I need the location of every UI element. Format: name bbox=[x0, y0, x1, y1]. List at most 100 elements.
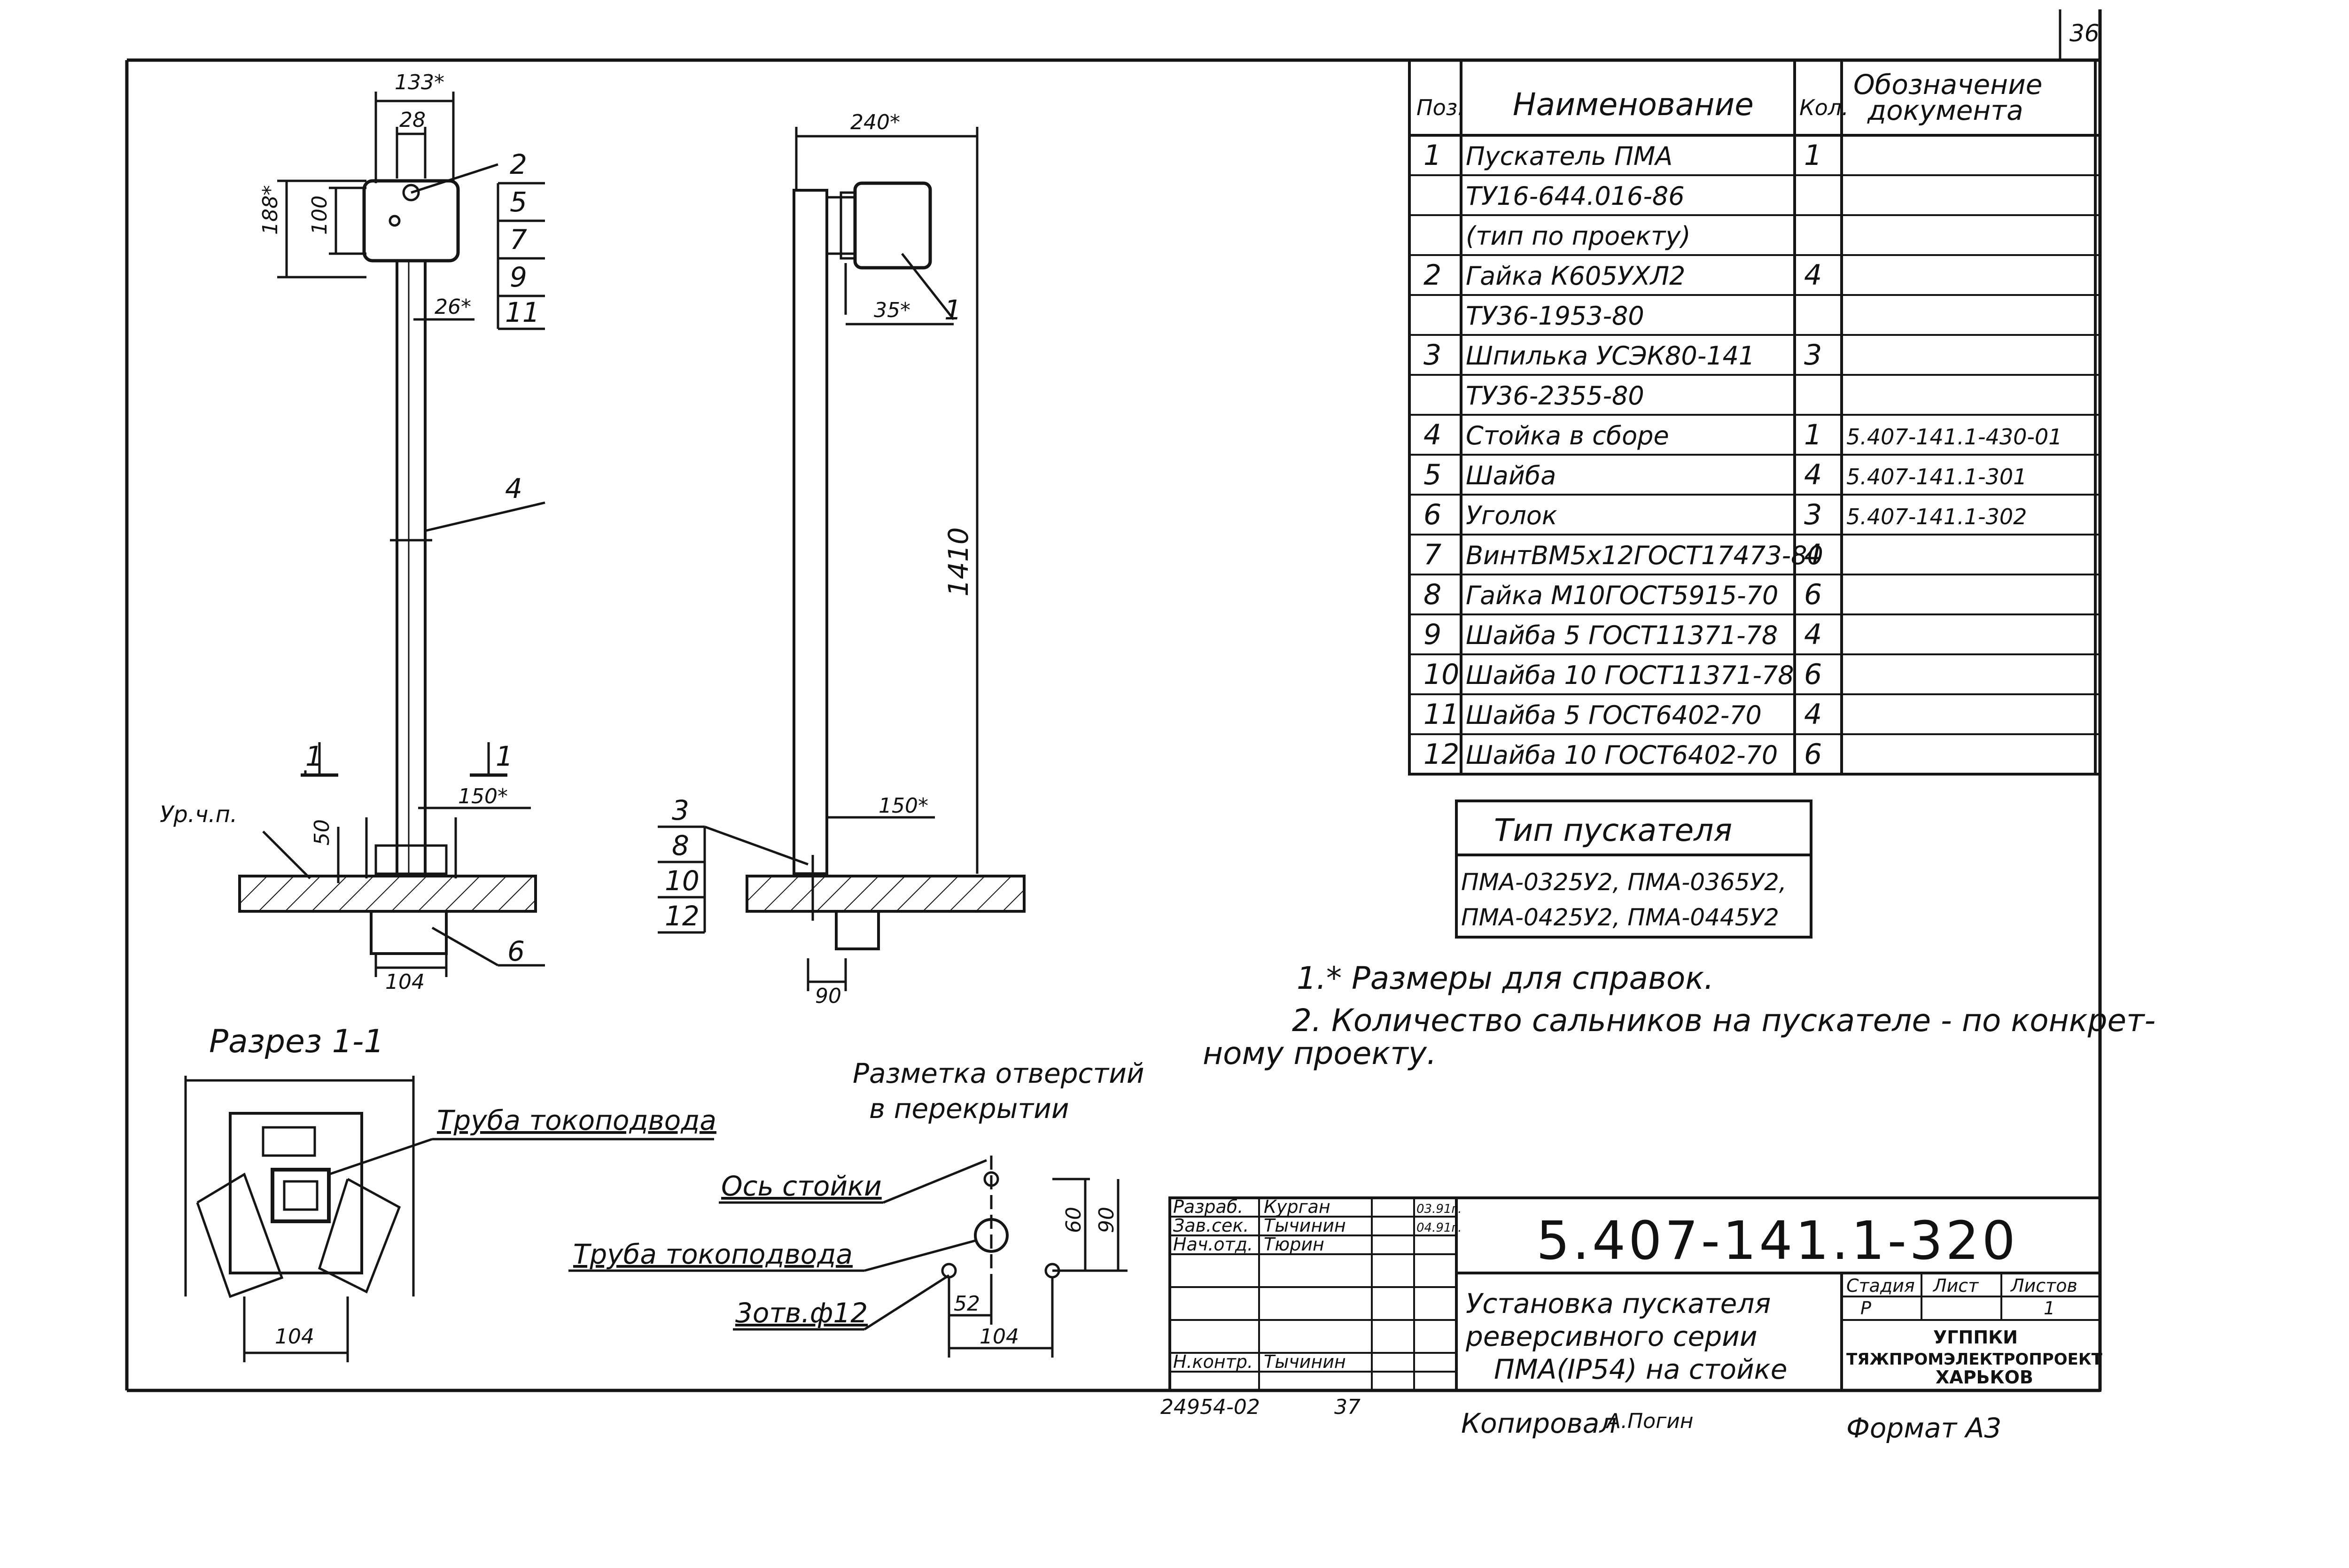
starter-type-line1: ПМА-0325У2, ПМА-0365У2, bbox=[1461, 869, 1787, 896]
drawing-code: 5.407-141.1-320 bbox=[1536, 1211, 2018, 1272]
spec-name: Шайба 5 ГОСТ11371-78 bbox=[1466, 621, 1778, 650]
dim-28: 28 bbox=[399, 108, 426, 132]
tb-date: 04.91г. bbox=[1416, 1221, 1462, 1235]
spec-name: ТУ36-1953-80 bbox=[1466, 301, 1644, 331]
spec-name: Шайба 10 ГОСТ6402-70 bbox=[1466, 740, 1778, 770]
starter-type-title: Тип пускателя bbox=[1494, 812, 1732, 848]
footer: 24954-02 37 Копировал А.Погин Формат А3 bbox=[1160, 1395, 2001, 1444]
dim-133: 133* bbox=[395, 70, 444, 94]
dim-104-section: 104 bbox=[275, 1325, 314, 1349]
holes-layout-labels: Разметка отверстий в перекрытии Ось стой… bbox=[573, 1057, 1144, 1349]
org-line1: УГППКИ bbox=[1933, 1327, 2018, 1348]
dim-150-side: 150* bbox=[879, 794, 928, 818]
header-pos: Поз. bbox=[1416, 95, 1464, 120]
dim-150: 150* bbox=[458, 784, 508, 808]
dim-104-holes: 104 bbox=[980, 1325, 1019, 1349]
spec-name: Шайба 10 ГОСТ11371-78 bbox=[1466, 660, 1794, 690]
callout-8: 8 bbox=[672, 830, 689, 862]
header-qty: Кол. bbox=[1799, 95, 1849, 120]
tb-name: Тюрин bbox=[1264, 1234, 1324, 1255]
dim-90-holes: 90 bbox=[1095, 1207, 1119, 1233]
starter-type-box bbox=[1455, 800, 1812, 939]
tb-role: Н.контр. bbox=[1173, 1351, 1253, 1372]
tb-role: Разраб. bbox=[1173, 1196, 1243, 1217]
section-pipe-label: Труба токоподвода bbox=[437, 1104, 716, 1136]
tb-date: 03.91г. bbox=[1416, 1202, 1462, 1216]
inventory-number: 24954-02 bbox=[1160, 1395, 1260, 1419]
note-1: 1.* Размеры для справок. bbox=[1297, 960, 1714, 996]
callout-7: 7 bbox=[510, 224, 527, 256]
side-view bbox=[658, 127, 1026, 991]
dim-188: 188* bbox=[258, 185, 282, 235]
dim-100: 100 bbox=[308, 195, 332, 235]
page-number: 36 bbox=[2069, 20, 2100, 47]
callout-6: 6 bbox=[507, 935, 525, 967]
spec-pos: 3 bbox=[1423, 339, 1441, 372]
spec-qty: 1 bbox=[1804, 419, 1822, 451]
notes: 1.* Размеры для справок. 2. Количество с… bbox=[1203, 960, 2155, 1071]
description-1: Установка пускателя bbox=[1466, 1288, 1771, 1320]
spec-table-header: Поз. Наименование Кол. Обозначение докум… bbox=[1416, 69, 2042, 126]
spec-qty: 3 bbox=[1804, 498, 1822, 531]
spec-qty: 4 bbox=[1804, 458, 1822, 491]
spec-name: Стойка в сборе bbox=[1466, 421, 1669, 450]
spec-doc: 5.407-141.1-430-01 bbox=[1846, 424, 2062, 450]
dim-60: 60 bbox=[1062, 1207, 1086, 1233]
header-doc-1: Обозначение bbox=[1853, 69, 2042, 101]
callout-1: 1 bbox=[944, 294, 962, 326]
holes-pipe-label: Труба токоподвода bbox=[573, 1238, 853, 1270]
spec-qty: 6 bbox=[1804, 738, 1822, 771]
axis-label: Ось стойки bbox=[721, 1170, 882, 1202]
header-doc-2: документа bbox=[1867, 94, 2023, 126]
spec-qty: 1 bbox=[1804, 139, 1822, 172]
tb-name: Тычинин bbox=[1264, 1215, 1346, 1236]
spec-name: (тип по проекту) bbox=[1466, 221, 1691, 251]
description-2: реверсивного серии bbox=[1465, 1320, 1758, 1352]
callout-11: 11 bbox=[505, 296, 540, 328]
note-2-line2: ному проекту. bbox=[1203, 1035, 1437, 1071]
holes-title-1: Разметка отверстий bbox=[853, 1057, 1144, 1089]
spec-name: Уголок bbox=[1466, 501, 1557, 530]
section-1-1-labels: Разрез 1-1 Труба токоподвода 104 bbox=[209, 1023, 716, 1349]
spec-doc: 5.407-141.1-301 bbox=[1846, 464, 2027, 489]
front-view-labels: 133* 28 188* 100 26* 50 150* 104 2 5 7 9… bbox=[160, 70, 540, 994]
spec-pos: 7 bbox=[1423, 538, 1441, 571]
front-view bbox=[238, 92, 545, 977]
tb-role: Нач.отд. bbox=[1173, 1234, 1253, 1255]
tb-name: Курган bbox=[1264, 1196, 1330, 1217]
dim-50: 50 bbox=[310, 819, 334, 846]
callout-10: 10 bbox=[665, 865, 700, 897]
holes-layout bbox=[568, 1156, 1128, 1358]
title-block-labels: 5.407-141.1-320 Установка пускателя реве… bbox=[1465, 1211, 2103, 1388]
spec-qty: 4 bbox=[1804, 618, 1822, 651]
callout-3: 3 bbox=[672, 794, 689, 826]
title-block-grid bbox=[1168, 1196, 2101, 1392]
format-label: Формат А3 bbox=[1846, 1412, 2001, 1444]
dim-90: 90 bbox=[815, 984, 841, 1008]
spec-qty: 4 bbox=[1804, 698, 1822, 731]
callout-2: 2 bbox=[510, 148, 527, 180]
section-title: Разрез 1-1 bbox=[209, 1023, 384, 1060]
stage-label: Стадия bbox=[1846, 1275, 1915, 1296]
sheets-label: Листов bbox=[2010, 1275, 2077, 1296]
dim-240: 240* bbox=[850, 110, 900, 134]
spec-name: ТУ16-644.016-86 bbox=[1466, 181, 1685, 211]
spec-qty: 4 bbox=[1804, 259, 1822, 292]
spec-pos: 2 bbox=[1423, 259, 1441, 292]
sheet-label: Лист bbox=[1932, 1275, 1979, 1296]
section-1-1 bbox=[184, 1076, 714, 1362]
spec-qty: 3 bbox=[1804, 339, 1822, 372]
tb-name: Тычинин bbox=[1264, 1351, 1346, 1372]
spec-pos: 12 bbox=[1423, 738, 1459, 771]
spec-name: Шайба 5 ГОСТ6402-70 bbox=[1466, 700, 1762, 730]
floor-level-label: Ур.ч.п. bbox=[160, 801, 237, 828]
spec-pos: 8 bbox=[1423, 578, 1441, 611]
sheets-value: 1 bbox=[2044, 1298, 2055, 1319]
callout-5: 5 bbox=[510, 186, 527, 218]
spec-name: Гайка М10ГОСТ5915-70 bbox=[1466, 581, 1778, 610]
spec-name: ТУ36-2355-80 bbox=[1466, 381, 1644, 411]
org-line3: ХАРЬКОВ bbox=[1936, 1367, 2033, 1388]
